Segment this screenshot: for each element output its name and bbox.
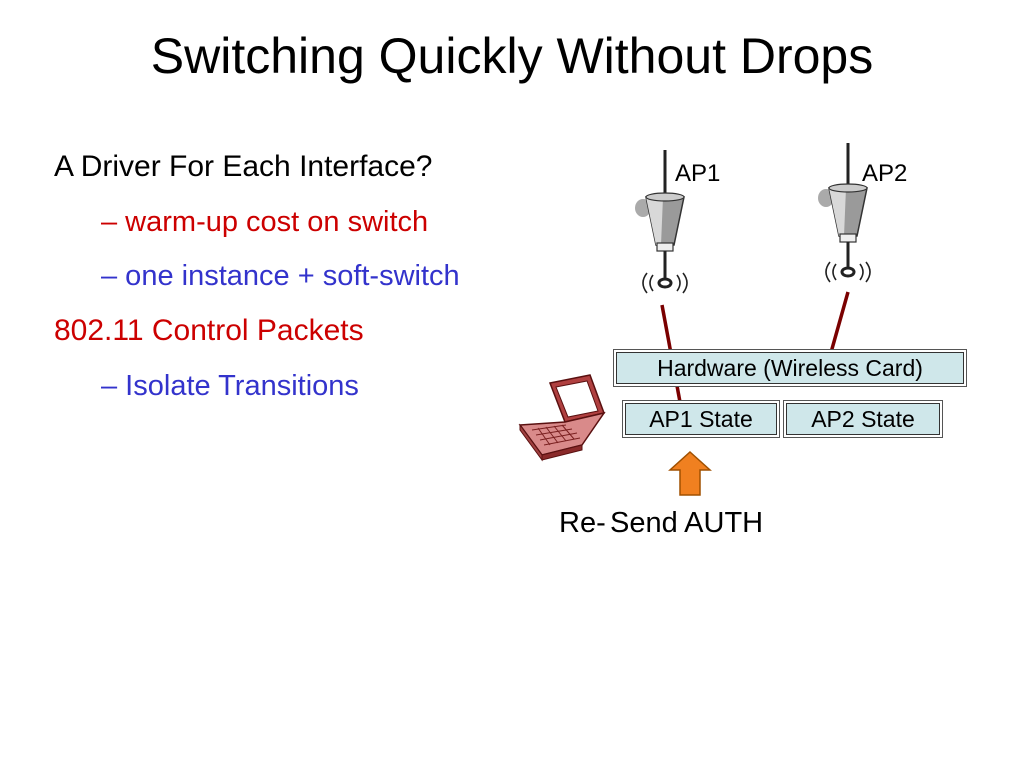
slide-title: Switching Quickly Without Drops <box>150 28 874 84</box>
ap2-label: AP2 <box>862 160 908 187</box>
ap1-label: AP1 <box>675 160 721 187</box>
antenna-icon <box>818 143 868 271</box>
signal-waves-icon <box>642 272 688 294</box>
laptop-icon <box>518 374 606 462</box>
ap2-link-line <box>828 291 850 357</box>
bullet-one-instance: – one instance + soft-switch <box>101 260 460 292</box>
ap2-state-box: AP2 State <box>786 403 940 435</box>
hardware-card-box: Hardware (Wireless Card) <box>616 352 964 384</box>
ap1-state-box: AP1 State <box>625 403 777 435</box>
antenna-icon <box>635 150 685 282</box>
resend-label: Re- <box>559 507 606 539</box>
up-arrow-icon <box>668 450 712 496</box>
send-auth-label: Send AUTH <box>610 507 764 539</box>
signal-waves-icon <box>825 261 871 283</box>
bullet-control-packets: 802.11 Control Packets <box>54 314 364 347</box>
bullet-isolate-transitions: – Isolate Transitions <box>101 370 359 402</box>
bullet-warmup-cost: – warm-up cost on switch <box>101 206 429 238</box>
bullet-driver-per-interface: A Driver For Each Interface? <box>54 150 433 183</box>
